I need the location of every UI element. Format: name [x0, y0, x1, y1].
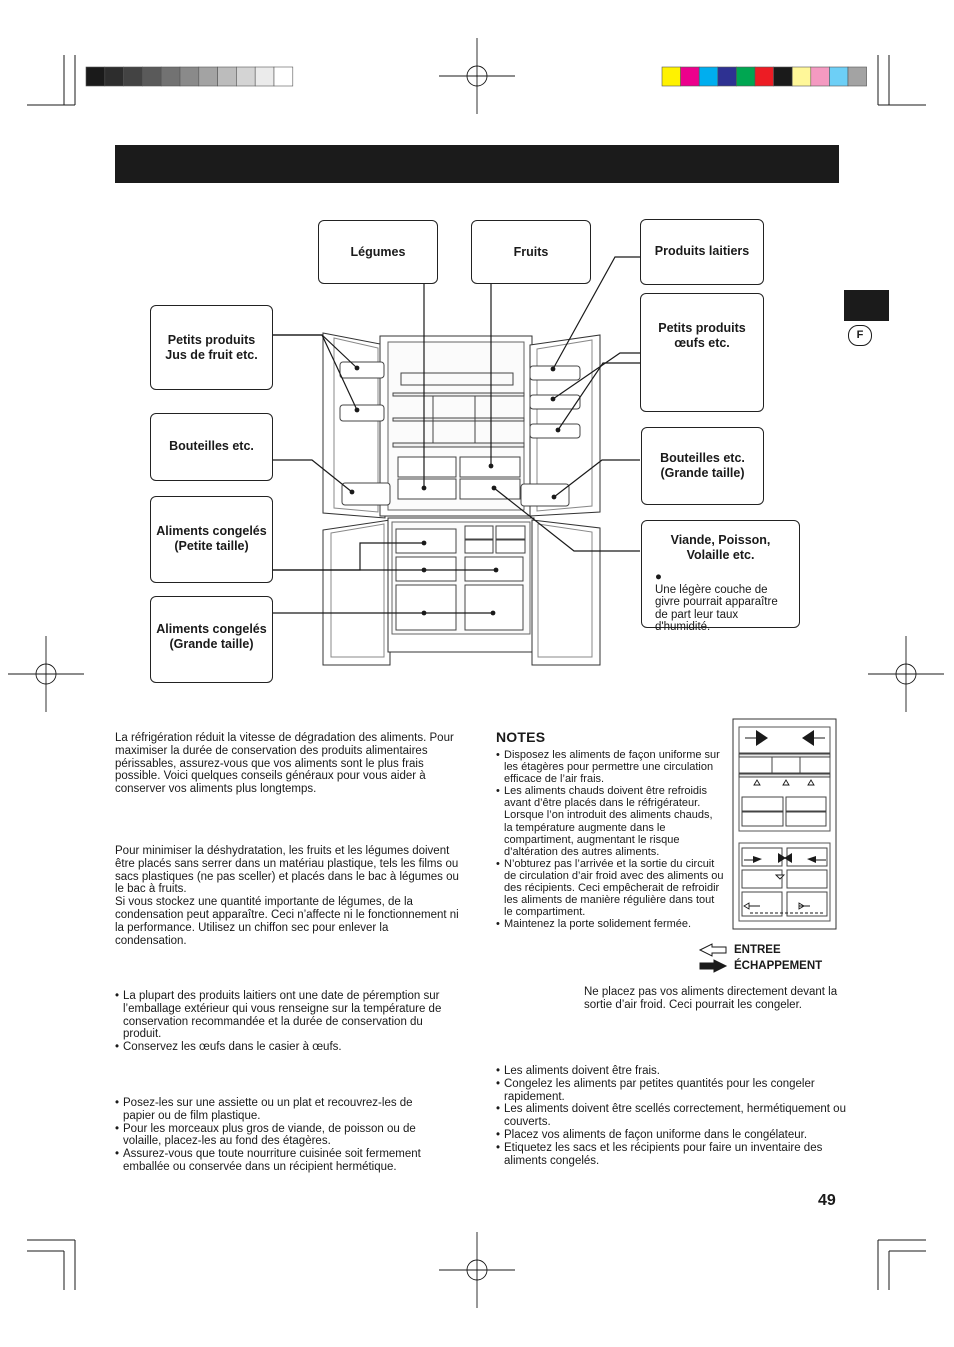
intro-text: La réfrigération réduit la vitesse de dé… — [115, 732, 454, 796]
airflow-warning: Ne placez pas vos aliments directement d… — [584, 986, 846, 1012]
airflow-warning-text: Ne placez pas vos aliments directement d… — [584, 986, 838, 1011]
congelation-item-2: Congelez les aliments par petites quanti… — [496, 1078, 846, 1104]
label-fruits: Fruits — [471, 220, 591, 284]
laitiers-item-1: La plupart des produits laitiers ont une… — [115, 990, 462, 1041]
label-viande-poisson: Viande, Poisson, Volaille etc. ●Une légè… — [641, 520, 800, 633]
language-side-tab — [844, 290, 889, 321]
label-petits-produits-oeufs: Petits produits œufs etc. — [640, 293, 764, 412]
label-bouteilles-grande: Bouteilles etc. (Grande taille) — [641, 427, 764, 505]
notes-title: NOTES — [496, 729, 546, 745]
label-petits-produits-jus: Petits produits Jus de fruit etc. — [150, 305, 273, 390]
gray-swatch — [273, 66, 294, 87]
label-bouteilles-text: Bouteilles etc. — [169, 439, 254, 453]
label-legumes: Légumes — [318, 220, 438, 284]
label-viande-line2: Volaille etc. — [686, 548, 755, 562]
viandes-section: Posez-les sur une assiette ou un plat et… — [115, 1097, 445, 1174]
viande-frost-note-text: Une légère couche de givre pourrait appa… — [655, 583, 778, 634]
fridge-diagram — [273, 256, 640, 666]
congelation-item-5: Etiquetez les sacs et les récipients pou… — [496, 1142, 846, 1168]
color-calibration-strip — [661, 66, 867, 87]
intro-paragraph: La réfrigération réduit la vitesse de dé… — [115, 732, 462, 796]
label-fruits-text: Fruits — [513, 245, 549, 259]
label-congeles-grande-line2: (Grande taille) — [169, 637, 254, 651]
airflow-diagram — [698, 718, 837, 973]
congelation-item-4: Placez vos aliments de façon uniforme da… — [496, 1129, 846, 1142]
language-badge: F — [848, 325, 872, 346]
notes-list: Disposez les aliments de façon uniforme … — [496, 749, 724, 931]
label-bouteilles-grande-line1: Bouteilles etc. — [660, 451, 745, 465]
label-congeles-petite: Aliments congelés (Petite taille) — [150, 496, 273, 583]
fruits-legumes-text-1: Pour minimiser la déshydratation, les fr… — [115, 845, 459, 896]
viandes-item-1: Posez-les sur une assiette ou un plat et… — [115, 1097, 445, 1123]
label-produits-laitiers-text: Produits laitiers — [654, 244, 750, 258]
label-petits-produits-jus-line1: Petits produits — [167, 333, 256, 347]
congelation-item-3: Les aliments doivent être scellés correc… — [496, 1103, 846, 1129]
note-item-1: Disposez les aliments de façon uniforme … — [496, 749, 724, 785]
viandes-item-2: Pour les morceaux plus gros de viande, d… — [115, 1123, 445, 1149]
bullet-icon: ● — [655, 571, 662, 583]
note-item-4: Maintenez la porte solidement fermée. — [496, 918, 724, 930]
section-header-bar — [115, 145, 839, 183]
label-petits-produits-oeufs-line2: œufs etc. — [674, 336, 730, 350]
laitiers-section: La plupart des produits laitiers ont une… — [115, 990, 462, 1054]
label-produits-laitiers: Produits laitiers — [640, 219, 764, 285]
viande-frost-note: ●Une légère couche de givre pourrait app… — [651, 571, 791, 634]
legend-entree: ENTREE — [734, 944, 781, 956]
congelation-item-1: Les aliments doivent être frais. — [496, 1065, 846, 1078]
congelation-section: Les aliments doivent être frais. Congele… — [496, 1065, 846, 1167]
laitiers-item-2: Conservez les œufs dans le casier à œufs… — [115, 1041, 462, 1054]
legend-echappement: ÉCHAPPEMENT — [734, 960, 823, 972]
entree-arrow-icon — [698, 943, 727, 957]
fruits-legumes-text-2: Si vous stockez une quantité importante … — [115, 896, 459, 947]
label-petits-produits-oeufs-line1: Petits produits — [658, 321, 746, 335]
label-viande-line1: Viande, Poisson, — [670, 533, 771, 547]
label-petits-produits-jus-line2: Jus de fruit etc. — [165, 348, 258, 362]
viandes-item-3: Assurez-vous que toute nourriture cuisin… — [115, 1148, 445, 1174]
note-item-3: N’obturez pas l’arrivée et la sortie du … — [496, 858, 724, 918]
color-swatch — [847, 66, 867, 87]
label-bouteilles: Bouteilles etc. — [150, 413, 273, 481]
gray-calibration-strip — [85, 66, 294, 87]
label-congeles-petite-line1: Aliments congelés — [156, 524, 267, 538]
label-legumes-text: Légumes — [350, 245, 406, 259]
label-bouteilles-grande-line2: (Grande taille) — [660, 466, 745, 480]
fruits-legumes-section: Pour minimiser la déshydratation, les fr… — [115, 845, 462, 947]
note-item-2: Les aliments chauds doivent être refroid… — [496, 785, 724, 858]
page-number: 49 — [818, 1192, 836, 1209]
echappement-arrow-icon — [699, 959, 728, 973]
label-congeles-petite-line2: (Petite taille) — [174, 539, 249, 553]
label-congeles-grande-line1: Aliments congelés — [156, 622, 267, 636]
label-congeles-grande: Aliments congelés (Grande taille) — [150, 596, 273, 683]
